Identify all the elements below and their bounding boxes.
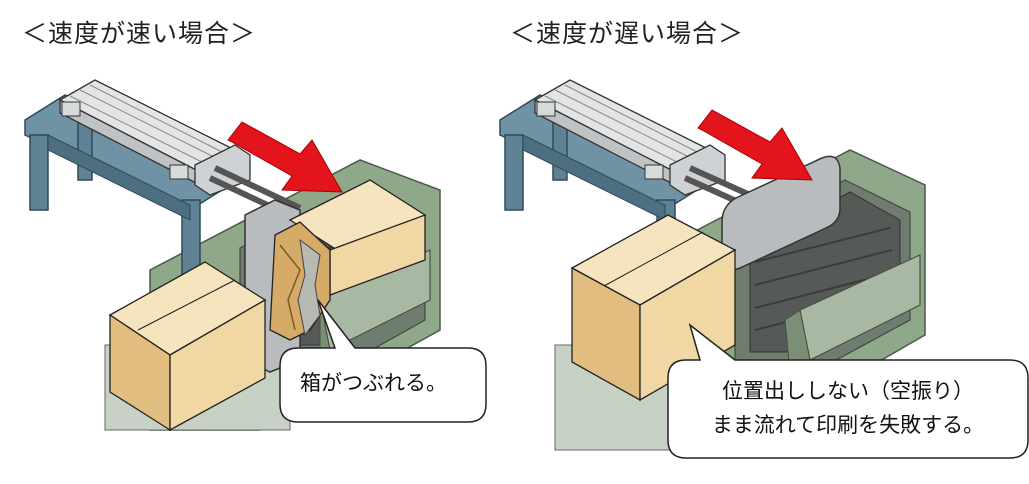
- left-cylinder: [58, 79, 302, 221]
- left-frame: [24, 94, 231, 291]
- right-callout-bubble: [667, 322, 1029, 459]
- left-callout-text: 箱がつぶれる。: [300, 371, 447, 395]
- left-scene: [24, 79, 487, 432]
- right-red-arrow: [697, 109, 813, 181]
- right-panel-title: ＜速度が遅い場合＞: [510, 19, 745, 48]
- left-box: [108, 261, 267, 432]
- left-red-arrow: [227, 121, 343, 193]
- right-cylinder: [533, 79, 752, 208]
- right-callout-line-1: 位置出ししない（空振り）: [722, 379, 974, 403]
- right-scene: [499, 79, 1029, 459]
- right-callout-text: 位置出ししない（空振り） まま流れて印刷を失敗する。: [688, 374, 1008, 442]
- left-panel-title: ＜速度が速い場合＞: [22, 19, 257, 48]
- right-box: [570, 214, 737, 402]
- left-callout-bubble: [279, 299, 487, 423]
- right-callout-line-2: まま流れて印刷を失敗する。: [711, 413, 985, 437]
- left-crushed-box: [269, 179, 427, 341]
